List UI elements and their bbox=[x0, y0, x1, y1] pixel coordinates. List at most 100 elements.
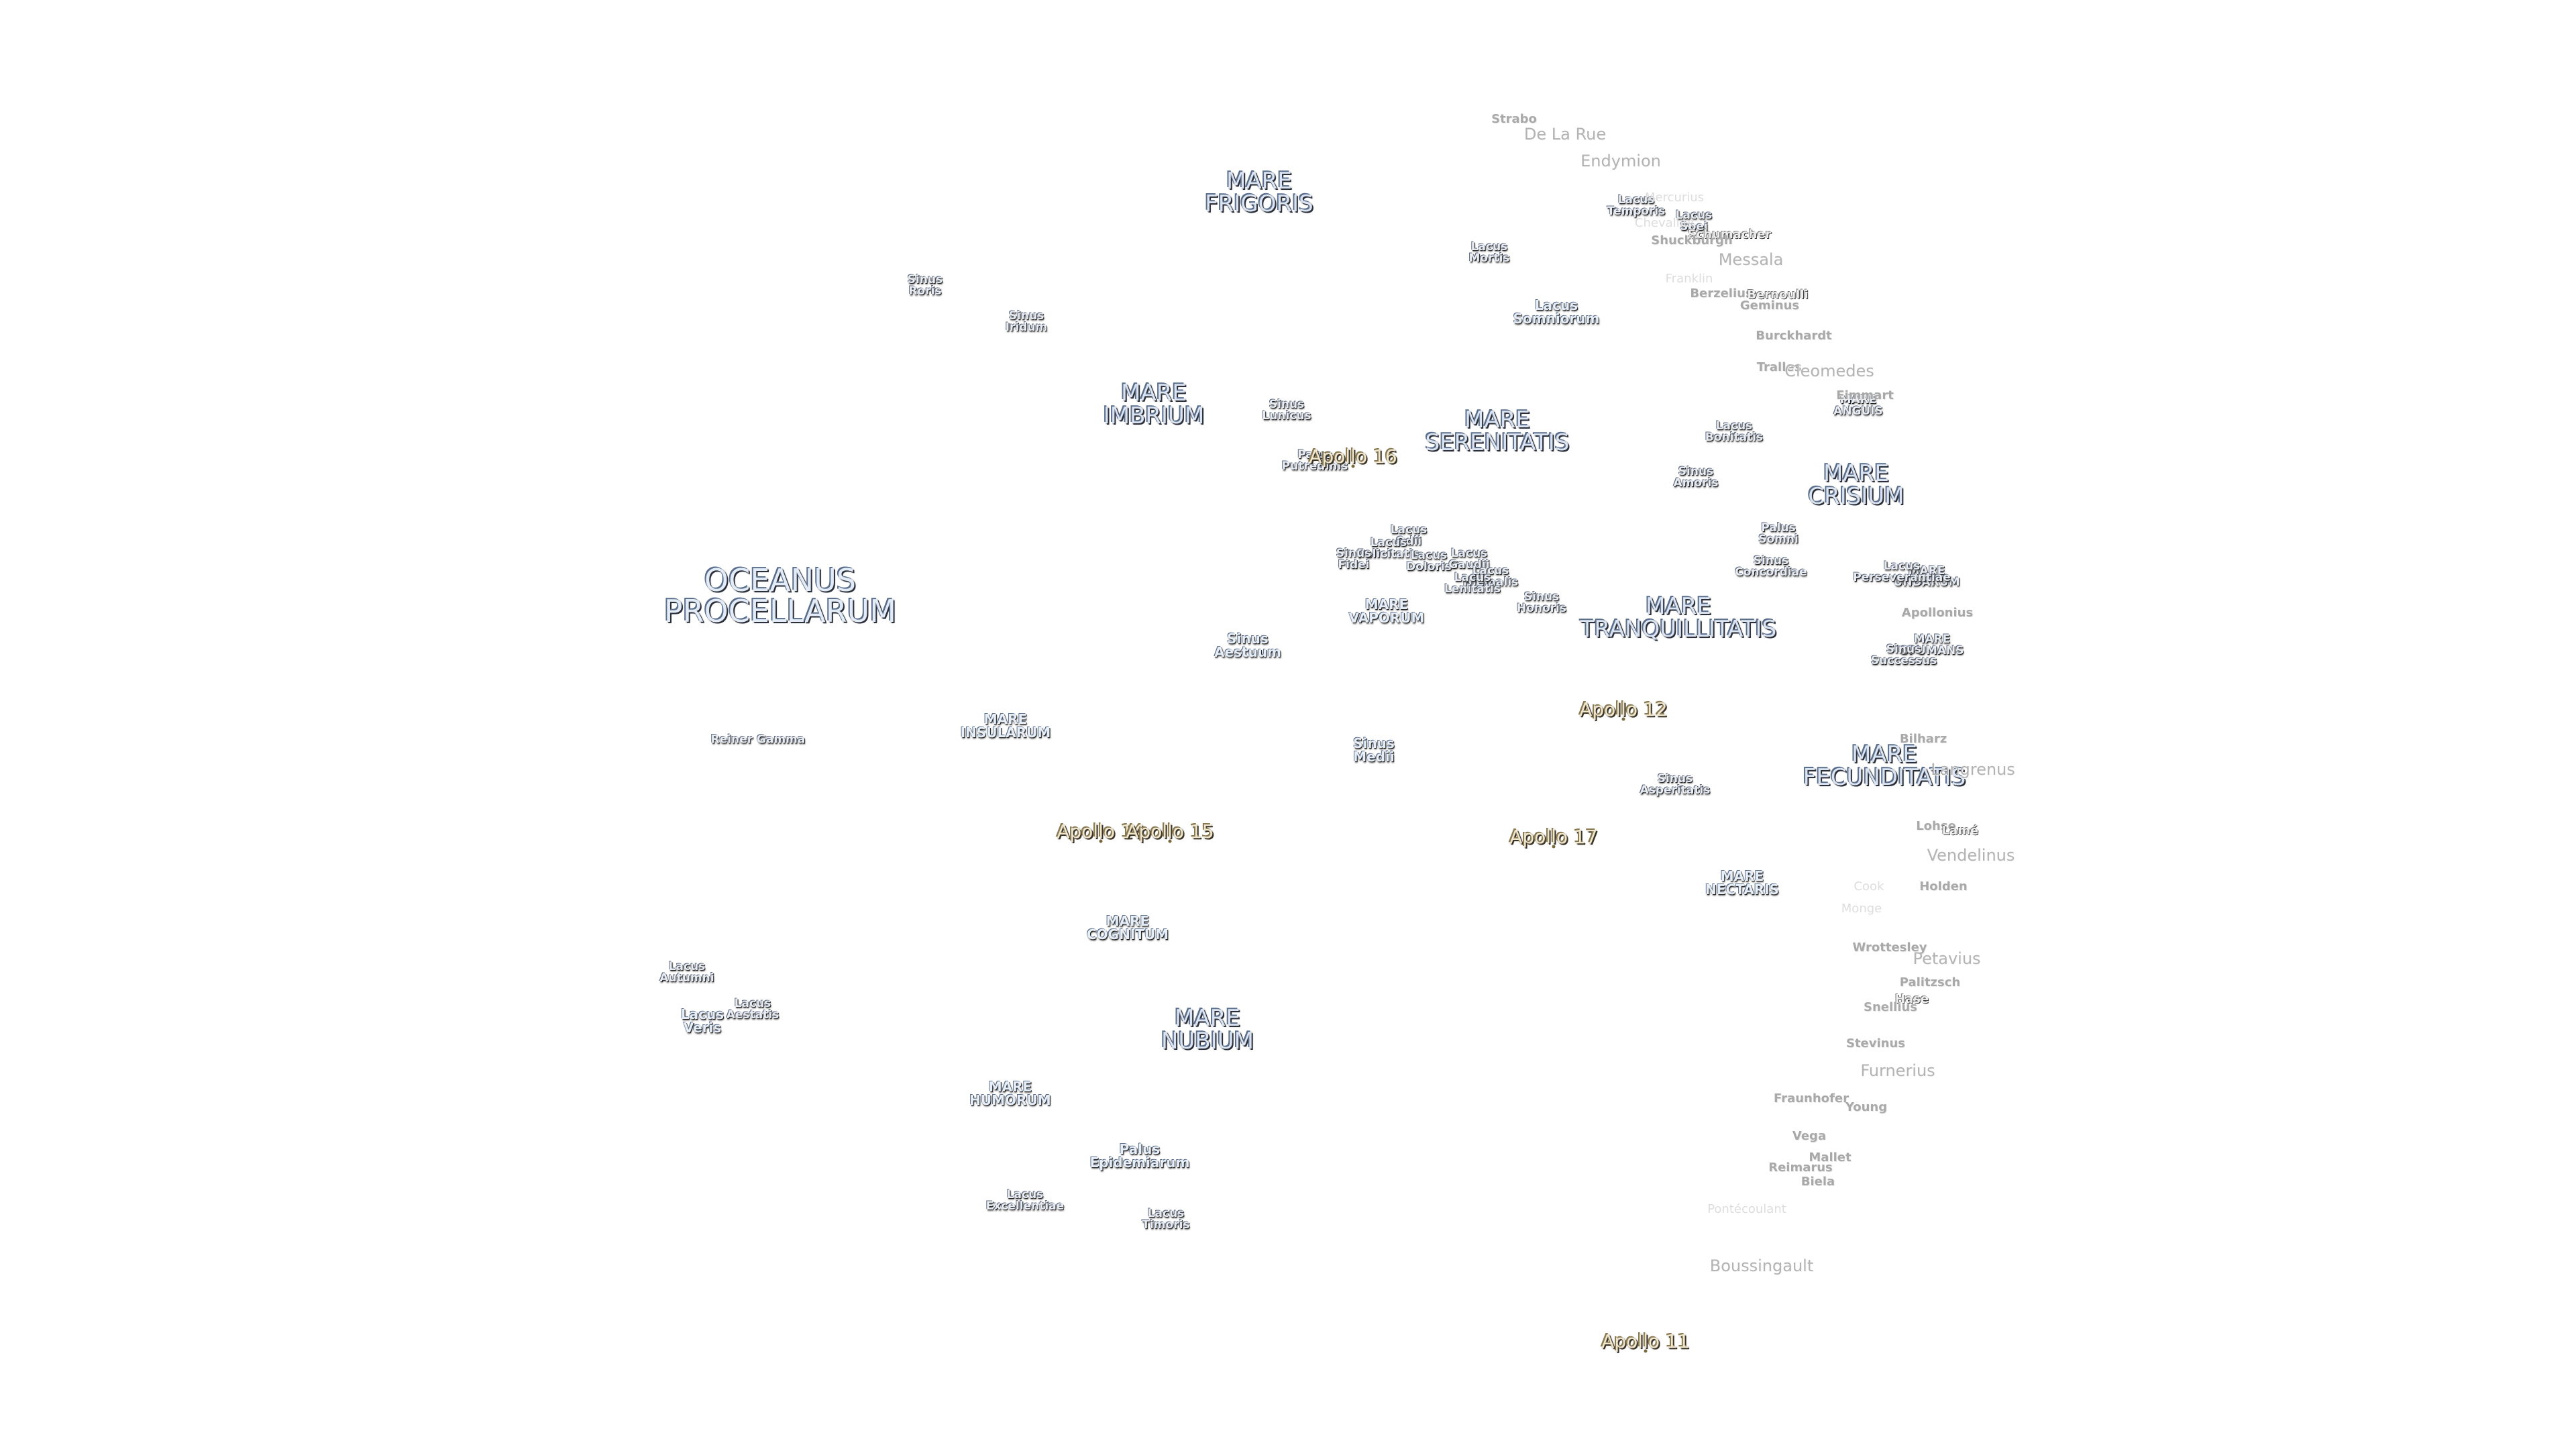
map-label-lacus-autumni: Lacus Autumni bbox=[659, 960, 714, 985]
landing-site-marker bbox=[1099, 839, 1103, 843]
map-label-sinus-aestuum: Sinus Aestuum bbox=[1214, 631, 1281, 660]
map-label-shuckburgh: Shuckburgh bbox=[1651, 233, 1733, 248]
map-label-reiner-gamma: Reiner Gamma bbox=[710, 733, 806, 747]
map-label-apollonius: Apollonius bbox=[1901, 606, 1974, 620]
map-label-lacus-temporis: Lacus Temporis bbox=[1607, 193, 1666, 218]
map-label-lacus-aestatis: Lacus Aestatis bbox=[726, 997, 780, 1022]
map-label-apollo-15: Apollo 15 bbox=[1126, 820, 1214, 843]
map-label-palus-epidemiarum: Palus Epidemiarum bbox=[1089, 1141, 1190, 1171]
map-label-mare-nectaris: MARE NECTARIS bbox=[1705, 868, 1779, 898]
map-label-mercurius: Mercurius bbox=[1644, 191, 1705, 205]
map-label-young: Young bbox=[1845, 1100, 1888, 1114]
landing-site-marker bbox=[1621, 717, 1625, 721]
map-label-furnerius: Furnerius bbox=[1860, 1061, 1935, 1080]
map-label-lacus-veris: Lacus Veris bbox=[680, 1006, 724, 1036]
map-label-apollo-14: Apollo 14 bbox=[1057, 820, 1145, 843]
map-label-burckhardt: Burckhardt bbox=[1756, 329, 1832, 343]
map-label-lacus-gaudii: Lacus Gaudii bbox=[1448, 547, 1490, 572]
map-label-apollo-17: Apollo 17 bbox=[1509, 826, 1598, 848]
map-label-mare-nubium: MARE NUBIUM bbox=[1161, 1005, 1254, 1055]
map-label-vendelinus: Vendelinus bbox=[1927, 846, 2015, 865]
landing-site-marker bbox=[1168, 839, 1172, 843]
map-label-pontecoulant: Pontécoulant bbox=[1707, 1202, 1786, 1216]
map-label-eimmart: Eimmart bbox=[1836, 388, 1894, 402]
map-label-strabo: Strabo bbox=[1491, 112, 1537, 126]
map-label-stevinus: Stevinus bbox=[1845, 1036, 1906, 1051]
map-label-cook: Cook bbox=[1854, 879, 1884, 894]
map-label-sinus-successus: Sinus Successus bbox=[1870, 643, 1937, 667]
map-label-apollo-16: Apollo 16 bbox=[1309, 445, 1397, 468]
map-label-mare-serenitatis: MARE SERENITATIS bbox=[1425, 407, 1570, 456]
map-label-endymion: Endymion bbox=[1580, 152, 1661, 170]
map-label-mare-humorum: MARE HUMORUM bbox=[969, 1079, 1051, 1108]
map-label-mare-cognitum: MARE COGNITUM bbox=[1086, 913, 1169, 943]
map-label-lohse: Lohse bbox=[1916, 819, 1956, 833]
map-label-mare-crisium: MARE CRISIUM bbox=[1808, 460, 1904, 510]
map-label-lacus-excellentiae: Lacus Excellentiae bbox=[985, 1188, 1065, 1213]
map-label-apollo-12: Apollo 12 bbox=[1579, 698, 1668, 720]
map-label-lacus-hiemalis: Lacus Hiemalis bbox=[1462, 564, 1519, 589]
map-label-biela: Biela bbox=[1801, 1175, 1835, 1189]
map-label-de-la-rue: De La Rue bbox=[1523, 125, 1607, 144]
map-label-lacus-lenitatis: Lacus Lenitatis bbox=[1444, 571, 1501, 596]
map-label-mare-vaporum: MARE VAPORUM bbox=[1348, 596, 1425, 626]
map-label-schumacher: Schumacher bbox=[1687, 227, 1772, 241]
map-label-sinus-concordiae: Sinus Concordiae bbox=[1735, 554, 1807, 579]
map-label-monge: Monge bbox=[1841, 902, 1882, 916]
map-label-mare-anguis: MARE ANGUIS bbox=[1833, 393, 1883, 418]
map-label-cleomedes: Cleomedes bbox=[1784, 362, 1874, 380]
map-label-lacus-timoris: Lacus Timoris bbox=[1142, 1207, 1190, 1232]
map-label-vega: Vega bbox=[1792, 1129, 1827, 1143]
map-label-palus-somni: Palus Somni bbox=[1758, 521, 1799, 546]
map-label-oceanus-procellarum: OCEANUS PROCELLARUM bbox=[663, 562, 897, 629]
map-label-apollo-11: Apollo 11 bbox=[1601, 1330, 1690, 1352]
map-label-sinus-medii: Sinus Medii bbox=[1353, 735, 1395, 765]
map-label-lacus-somniorum: Lacus Somniorum bbox=[1513, 297, 1600, 327]
map-label-palitzsch: Palitzsch bbox=[1899, 975, 1961, 989]
map-label-mallet: Mallet bbox=[1809, 1150, 1851, 1165]
map-label-lacus-doloris: Lacus Doloris bbox=[1406, 549, 1452, 574]
map-label-berzelius: Berzelius bbox=[1690, 286, 1753, 301]
map-label-lacus-odii: Lacus Odii bbox=[1390, 523, 1428, 548]
map-label-sinus-amoris: Sinus Amoris bbox=[1673, 465, 1719, 490]
map-label-mare-fecunditatis: MARE FECUNDITATIS bbox=[1803, 741, 1966, 791]
map-label-chevallier: Chevallier bbox=[1634, 216, 1696, 230]
map-label-lacus-bonitatis: Lacus Bonitatis bbox=[1705, 419, 1764, 444]
map-label-geminus: Geminus bbox=[1739, 299, 1800, 313]
map-label-palus-putredinis: Palus Putredinis bbox=[1281, 448, 1348, 473]
map-label-snellius: Snellius bbox=[1863, 1000, 1918, 1014]
map-label-lacus-spei: Lacus Spei bbox=[1675, 209, 1713, 233]
map-label-sinus-lunicus: Sinus Lunicus bbox=[1262, 398, 1311, 423]
map-label-mare-frigoris: MARE FRIGORIS bbox=[1205, 168, 1313, 217]
map-label-holden: Holden bbox=[1919, 879, 1968, 894]
map-label-lame: Lamé bbox=[1941, 824, 1979, 838]
map-label-langrenus: Langrenus bbox=[1931, 760, 2015, 779]
map-label-petavius: Petavius bbox=[1913, 949, 1981, 968]
landing-site-marker bbox=[1552, 845, 1556, 849]
map-label-bernoulli: Bernoulli bbox=[1747, 288, 1809, 302]
map-label-mare-spumans: MARE SPUMANS bbox=[1900, 633, 1964, 657]
map-label-sinus-fidei: Sinus Fidei bbox=[1336, 547, 1372, 572]
map-label-mare-insularum: MARE INSULARUM bbox=[960, 711, 1051, 741]
map-label-lacus-mortis: Lacus Mortis bbox=[1468, 240, 1510, 265]
map-label-lacus-perseverantiae: Lacus Perseverantiae bbox=[1853, 559, 1951, 584]
map-label-messala: Messala bbox=[1718, 250, 1784, 269]
map-label-reimarus: Reimarus bbox=[1768, 1161, 1833, 1175]
map-label-mare-undarum: MARE UNDARUM bbox=[1893, 564, 1960, 589]
map-label-sinus-asperitatis: Sinus Asperitatis bbox=[1640, 772, 1711, 797]
map-label-sinus-roris: Sinus Roris bbox=[907, 273, 943, 298]
map-label-sinus-honoris: Sinus Honoris bbox=[1516, 590, 1567, 615]
map-label-bilharz: Bilharz bbox=[1899, 732, 1947, 746]
map-label-fraunhofer: Fraunhofer bbox=[1774, 1091, 1849, 1106]
map-label-sinus-iridum: Sinus Iridum bbox=[1005, 309, 1048, 334]
map-label-mare-imbrium: MARE IMBRIUM bbox=[1103, 380, 1205, 429]
map-label-boussingault: Boussingault bbox=[1709, 1256, 1814, 1275]
map-label-wrottesley: Wrottesley bbox=[1852, 941, 1927, 955]
map-label-lacus-felicitatis: Lacus Felicitatis bbox=[1357, 536, 1420, 561]
map-label-hase: Hase bbox=[1894, 992, 1929, 1006]
map-label-franklin: Franklin bbox=[1665, 272, 1713, 286]
map-label-mare-tranquillitatis: MARE TRANQUILLITATIS bbox=[1580, 593, 1777, 643]
landing-site-marker bbox=[1351, 464, 1355, 468]
landing-site-marker bbox=[1644, 1349, 1648, 1353]
